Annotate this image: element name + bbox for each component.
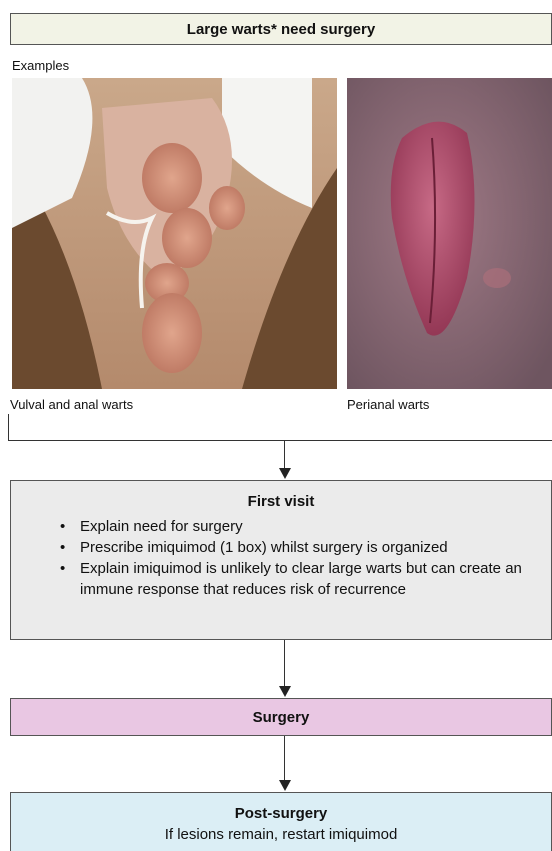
photo2-caption: Perianal warts	[347, 397, 429, 412]
post-surgery-text: If lesions remain, restart imiquimod	[11, 826, 551, 843]
post-surgery-box: Post-surgery If lesions remain, restart …	[10, 792, 552, 851]
surgery-title: Surgery	[253, 709, 310, 726]
first-visit-title: First visit	[11, 493, 551, 510]
list-item: Explain need for surgery	[80, 516, 551, 537]
connector-bracket	[8, 414, 552, 441]
header-box: Large warts* need surgery	[10, 13, 552, 45]
connector-line-1	[284, 441, 285, 469]
vulval-anal-warts-photo	[12, 78, 337, 389]
arrow-down-icon	[279, 468, 291, 479]
list-item: Prescribe imiquimod (1 box) whilst surge…	[80, 537, 551, 558]
perianal-warts-photo	[347, 78, 552, 389]
header-title: Large warts* need surgery	[187, 21, 375, 38]
connector-line-2	[284, 640, 285, 687]
list-item: Explain imiquimod is unlikely to clear l…	[80, 558, 551, 600]
post-surgery-title: Post-surgery	[11, 805, 551, 822]
arrow-down-icon	[279, 686, 291, 697]
arrow-down-icon	[279, 780, 291, 791]
first-visit-box: First visit Explain need for surgery Pre…	[10, 480, 552, 640]
surgery-box: Surgery	[10, 698, 552, 736]
first-visit-list: Explain need for surgery Prescribe imiqu…	[11, 516, 551, 600]
photo1-caption: Vulval and anal warts	[10, 397, 133, 412]
connector-line-3	[284, 736, 285, 781]
examples-label: Examples	[12, 58, 69, 73]
